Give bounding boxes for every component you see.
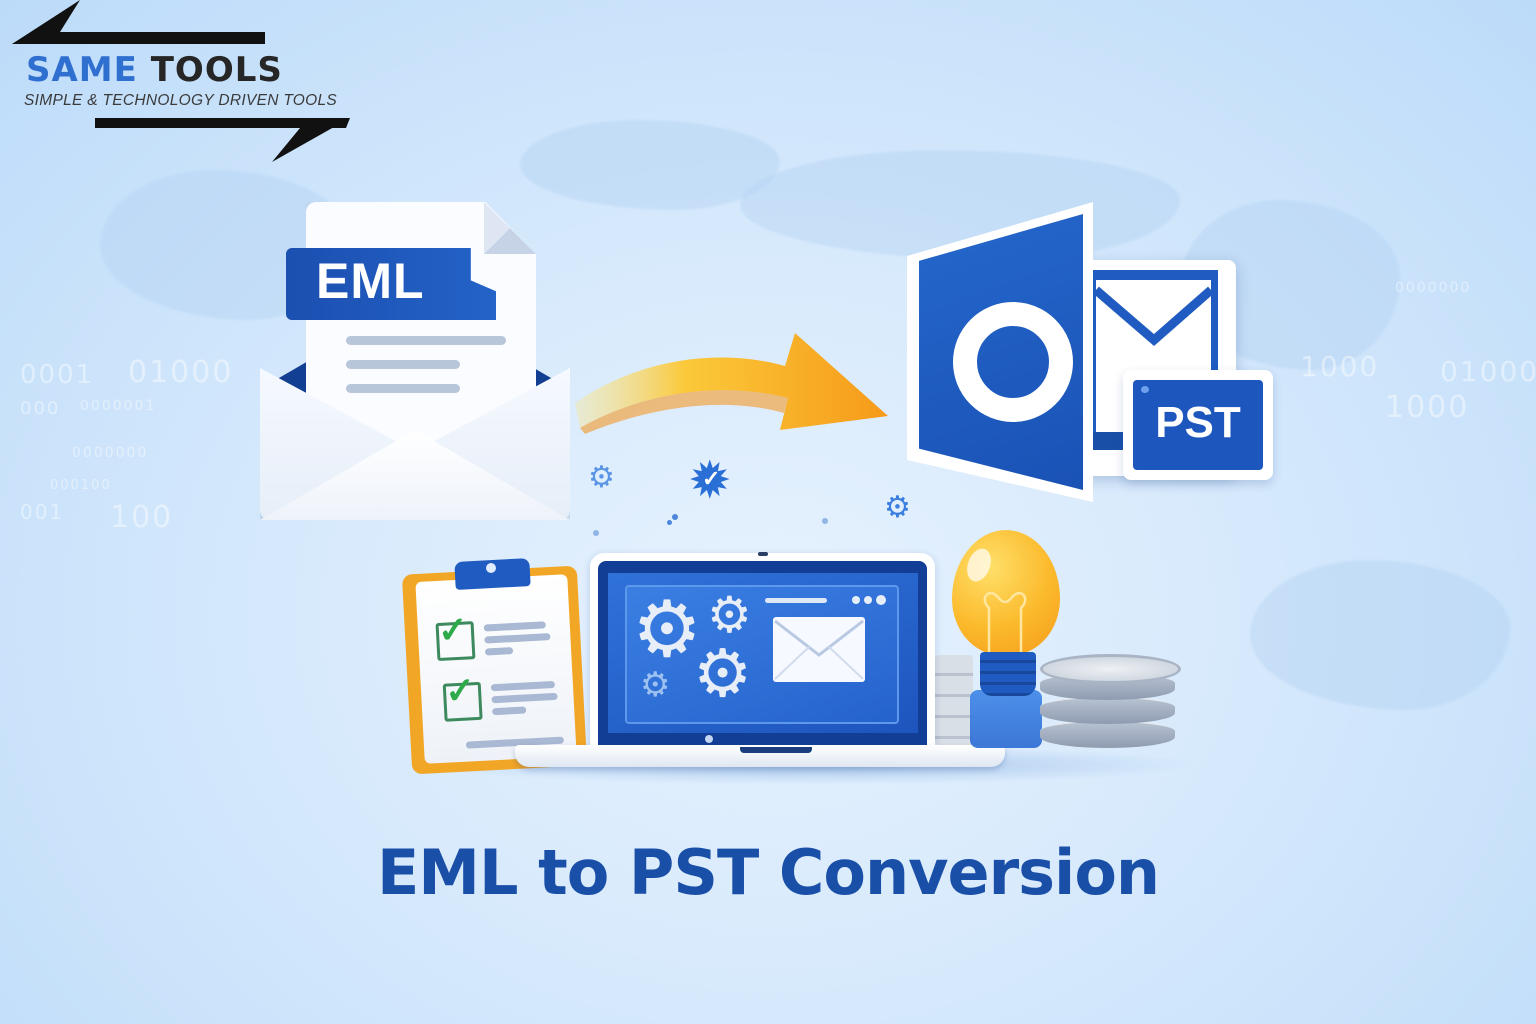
bulb-stand xyxy=(970,690,1042,748)
binary-text: 000100 xyxy=(50,478,112,493)
pst-badge-dot xyxy=(1141,386,1149,393)
laptop-hinge xyxy=(740,747,812,753)
check-mark-icon: ✓ xyxy=(444,669,477,712)
gear-icon: ⚙ xyxy=(632,585,702,673)
logo-brand: SAME TOOLS xyxy=(26,50,283,90)
logo-brand-part1: SAME xyxy=(26,50,138,90)
pst-label: PST xyxy=(1155,398,1241,447)
outlook-o-letter xyxy=(953,302,1073,422)
document-line xyxy=(346,360,460,369)
laptop-base xyxy=(515,745,1005,767)
window-dot xyxy=(876,595,886,605)
bulb-base xyxy=(980,652,1036,696)
check-mark-icon: ✓ xyxy=(436,608,470,651)
gear-icon: ⚙ xyxy=(640,666,671,704)
webcam xyxy=(758,552,768,556)
decorative-dot xyxy=(667,520,672,525)
clipboard-paper: ✓ ✓ xyxy=(415,574,577,764)
checklist-line xyxy=(492,706,527,716)
right-curved-arrow-icon xyxy=(575,333,888,434)
binary-text: 000 xyxy=(20,398,61,419)
verified-gear-badge-icon: ✹ ✓ xyxy=(688,452,732,510)
eml-file-icon: EML xyxy=(258,200,578,525)
world-map-background xyxy=(1250,560,1510,710)
binary-text: 1000 xyxy=(1300,350,1380,383)
page-title: EML to PST Conversion xyxy=(376,836,1160,909)
database-stack-icon xyxy=(1040,654,1181,684)
checklist-line xyxy=(491,692,558,704)
document-line xyxy=(346,336,506,345)
decorative-dot xyxy=(672,514,678,520)
binary-text: 0000001 xyxy=(80,398,157,414)
binary-text: 0001 xyxy=(20,360,95,390)
binary-text: 0000000 xyxy=(1395,280,1472,296)
database-disk xyxy=(1040,720,1175,748)
document-line xyxy=(346,384,460,393)
gear-icon: ⚙ xyxy=(707,587,752,643)
envelope-bottom xyxy=(1085,432,1125,450)
logo-brand-part2: TOOLS xyxy=(150,50,283,90)
eml-label: EML xyxy=(316,253,425,309)
binary-text: 01000 xyxy=(128,355,234,390)
checklist-line xyxy=(490,680,556,692)
coin-stack-icon xyxy=(935,655,973,745)
binary-text: 01000 xyxy=(1440,355,1536,388)
mail-envelope-icon xyxy=(773,617,865,682)
gear-icon: ⚙ xyxy=(884,491,911,524)
binary-text: 0000000 xyxy=(72,445,149,461)
webcam-dot xyxy=(705,735,713,743)
binary-text: 100 xyxy=(110,500,174,535)
gear-icon: ⚙ xyxy=(693,636,753,710)
checklist-line xyxy=(484,647,514,656)
world-map-background xyxy=(520,120,780,210)
database-disk xyxy=(1040,696,1175,724)
checklist-line xyxy=(483,621,546,632)
clipboard-clip-hole xyxy=(486,563,496,573)
binary-text: 1000 xyxy=(1385,390,1470,425)
window-title-bar xyxy=(765,598,827,603)
logo-tagline: SIMPLE & TECHNOLOGY DRIVEN TOOLS xyxy=(24,92,338,109)
outlook-pst-icon: PST xyxy=(905,200,1275,505)
bulb-filament-icon xyxy=(983,591,1027,656)
decorative-dot xyxy=(593,530,599,536)
binary-text: 001 xyxy=(20,500,65,524)
decorative-dot xyxy=(822,518,828,524)
same-tools-logo[interactable]: SAME TOOLS SIMPLE & TECHNOLOGY DRIVEN TO… xyxy=(0,0,380,165)
window-dot xyxy=(852,596,860,604)
window-dot xyxy=(864,596,872,604)
checklist-line xyxy=(484,633,551,644)
lightbulb-icon xyxy=(952,530,1060,655)
logo-bolt-icon xyxy=(12,0,350,162)
gear-icon: ⚙ xyxy=(588,461,615,494)
eml-label-band xyxy=(286,248,496,320)
pst-badge xyxy=(1133,380,1263,470)
envelope-v-icon xyxy=(1096,286,1211,346)
